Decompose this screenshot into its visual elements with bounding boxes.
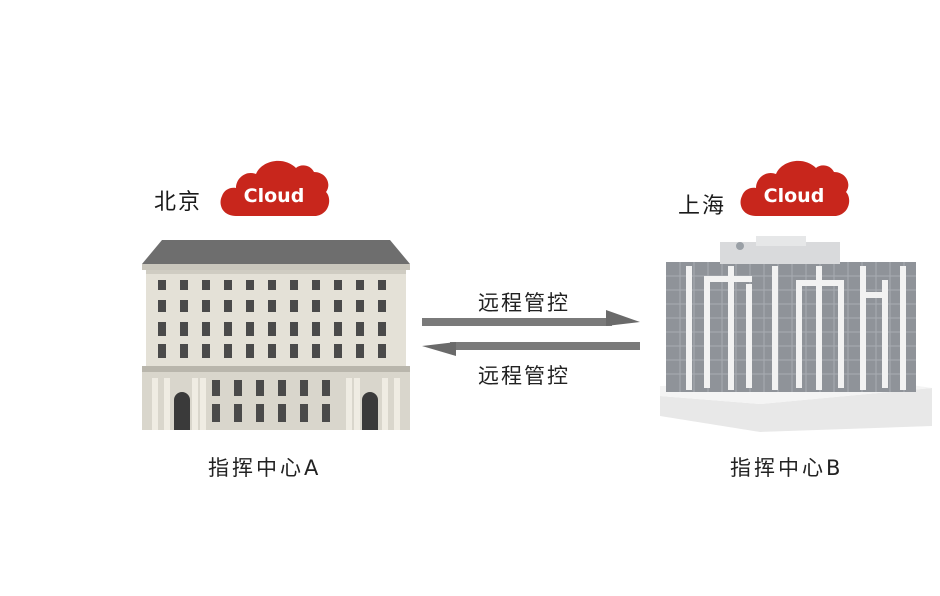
city-label-beijing: 北京: [154, 190, 203, 215]
arrow-right-shaft: [422, 318, 612, 326]
city-label-shanghai: 上海: [678, 194, 727, 219]
arrow-left-head: [422, 342, 456, 356]
cloud-label-a: Cloud: [244, 185, 305, 207]
cloud-icon-b: Cloud: [740, 160, 850, 216]
building-b-image: [660, 236, 932, 432]
arrow-left-shaft: [450, 342, 640, 350]
arrow-label-bottom: 远程管控: [478, 364, 570, 388]
caption-center-b: 指挥中心B: [730, 456, 844, 480]
arrow-label-top: 远程管控: [478, 291, 570, 315]
bidirectional-arrows: [422, 310, 640, 356]
cloud-icon-a: Cloud: [220, 160, 330, 216]
cloud-label-b: Cloud: [764, 185, 825, 207]
building-a-image: [142, 240, 410, 430]
caption-center-a: 指挥中心A: [208, 456, 322, 480]
arrow-right-head: [606, 310, 640, 326]
